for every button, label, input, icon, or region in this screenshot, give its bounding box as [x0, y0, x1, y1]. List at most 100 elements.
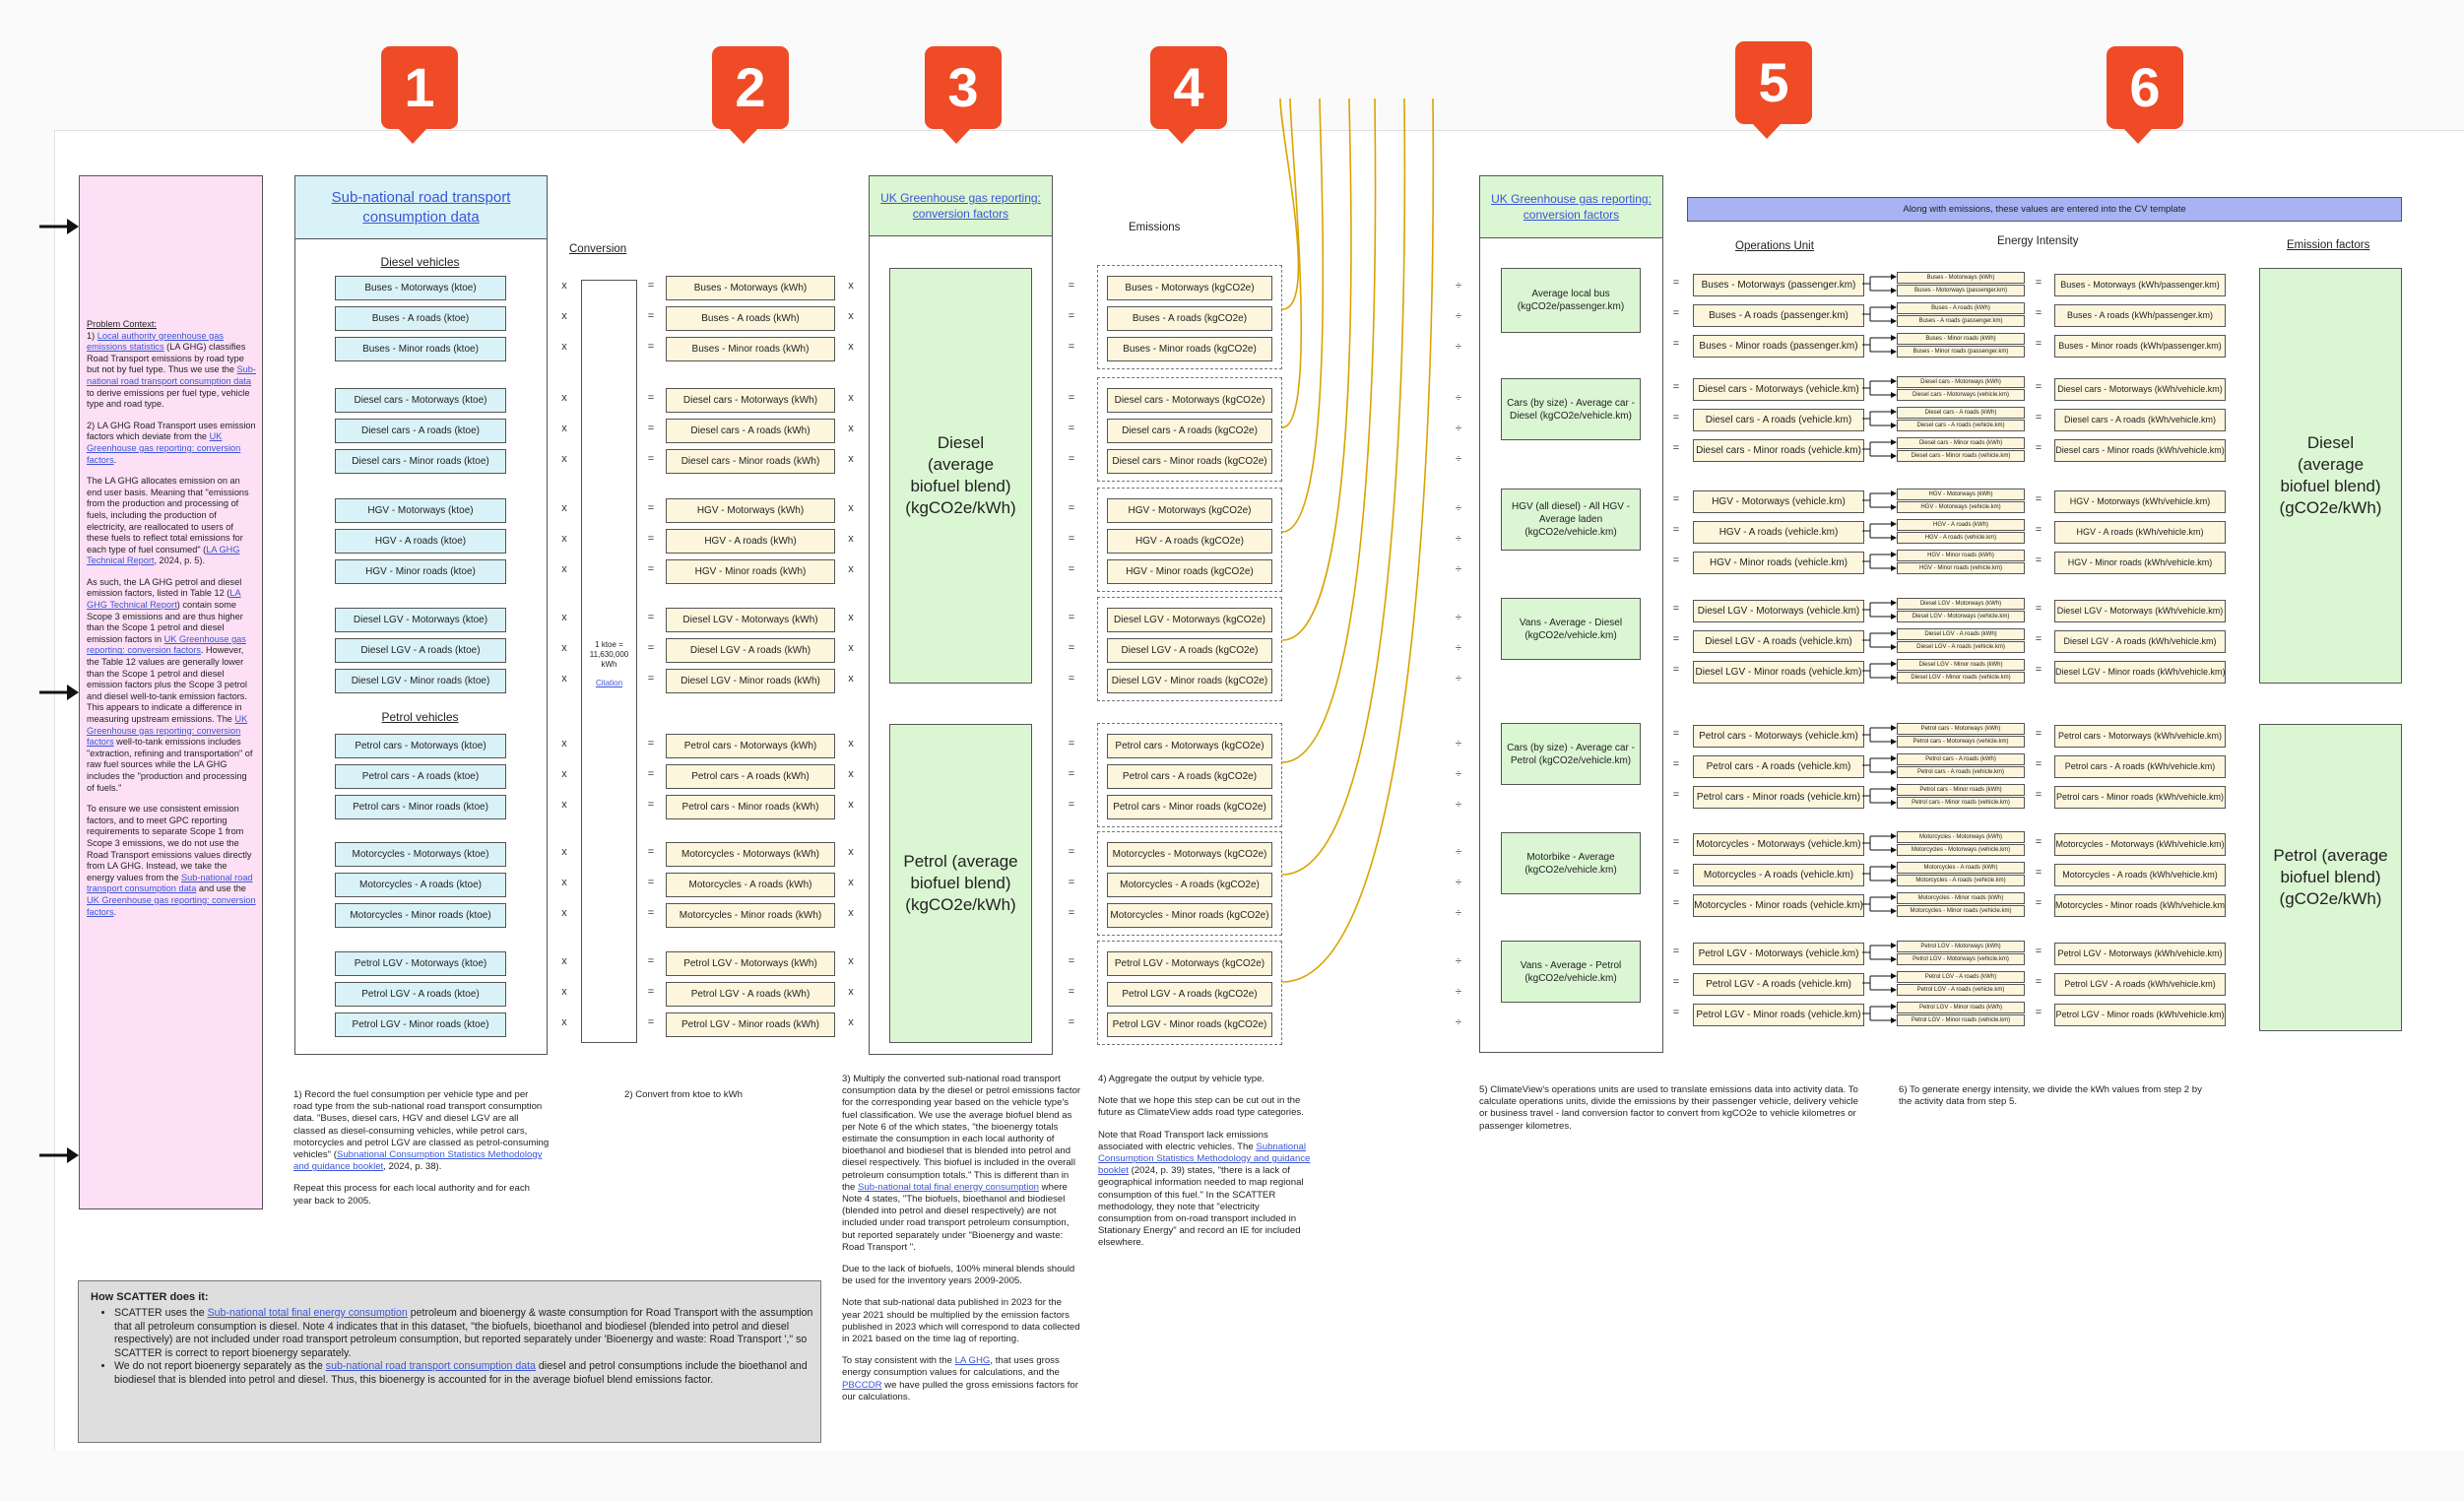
equals-sign: = — [2035, 946, 2043, 957]
consumption-box: Petrol LGV - A roads (ktoe) — [335, 982, 506, 1007]
consumption-box: Diesel cars - Motorways (ktoe) — [335, 388, 506, 413]
emissions-group — [1097, 597, 1282, 701]
operations-unit-box: Buses - A roads (passenger.km) — [1693, 304, 1864, 327]
emissions-box: HGV - Motorways (kgCO2e) — [1107, 498, 1272, 523]
divide-sign: ÷ — [1455, 533, 1462, 545]
emissions-box: Motorcycles - Motorways (kgCO2e) — [1107, 842, 1272, 867]
energy-denominator: HGV - A roads (vehicle.km) — [1897, 532, 2025, 544]
emissions-box: Buses - A roads (kgCO2e) — [1107, 306, 1272, 331]
step3-note-link[interactable]: LA GHG — [954, 1355, 991, 1367]
energy-denominator: Diesel LGV - Minor roads (vehicle.km) — [1897, 672, 2025, 684]
kwh-box: Petrol LGV - Motorways (kWh) — [666, 951, 835, 976]
context-text: As such, the LA GHG petrol and diesel em… — [87, 576, 242, 599]
divide-sign: ÷ — [1455, 846, 1462, 858]
context-text: The LA GHG allocates emission on an end … — [87, 476, 249, 555]
arrow-right-icon — [1862, 490, 1897, 510]
step3-note-link[interactable]: Sub-national total final energy consumpt… — [858, 1181, 1040, 1193]
operations-unit-box: Motorcycles - A roads (vehicle.km) — [1693, 864, 1864, 886]
equals-sign: = — [1068, 502, 1075, 514]
divide-sign: ÷ — [1455, 738, 1462, 750]
vehicle-factor-box: Motorbike - Average (kgCO2e/vehicle.km) — [1501, 832, 1641, 894]
operations-unit-box: HGV - Motorways (vehicle.km) — [1693, 490, 1864, 513]
context-text: to derive emissions per fuel type, vehic… — [87, 387, 250, 410]
equals-sign: = — [1672, 442, 1680, 454]
energy-denominator: Petrol LGV - Minor roads (vehicle.km) — [1897, 1014, 2025, 1026]
context-heading: Problem Context: — [87, 319, 157, 329]
multiply-sign: x — [848, 768, 854, 780]
equals-sign: = — [647, 280, 655, 292]
arrow-right-icon — [1862, 943, 1897, 962]
equals-sign: = — [1068, 799, 1075, 811]
scatter-link[interactable]: Sub-national total final energy consumpt… — [207, 1307, 408, 1319]
arrow-right-icon — [39, 219, 79, 234]
emissions-box: HGV - A roads (kgCO2e) — [1107, 529, 1272, 554]
equals-sign: = — [2035, 897, 2043, 909]
flow-curve — [1281, 98, 1303, 428]
conversion-heading: Conversion — [569, 243, 627, 255]
context-text: 1) — [87, 330, 97, 341]
step1-note-link[interactable]: Subnational Consumption Statistics Metho… — [293, 1149, 543, 1173]
consumption-box: Diesel LGV - A roads (ktoe) — [335, 638, 506, 663]
context-link[interactable]: Sub-national road transport consumption … — [87, 364, 256, 386]
operations-unit-box: Petrol LGV - A roads (vehicle.km) — [1693, 973, 1864, 996]
multiply-sign: x — [561, 799, 567, 811]
step3-note-text: we have pulled the gross emissions facto… — [842, 1379, 1078, 1403]
kwh-box: Diesel LGV - Minor roads (kWh) — [666, 669, 835, 693]
equals-sign: = — [647, 799, 655, 811]
equals-sign: = — [2035, 493, 2043, 505]
diesel-heading: Diesel vehicles — [380, 255, 460, 269]
context-link[interactable]: LA GHG Technical Report — [87, 544, 240, 566]
conversion-citation-link[interactable]: Citation — [595, 679, 623, 687]
scatter-link[interactable]: sub-national road transport consumption … — [325, 1360, 536, 1373]
equals-sign: = — [647, 502, 655, 514]
equals-sign: = — [1068, 1016, 1075, 1028]
energy-denominator: Motorcycles - Motorways (vehicle.km) — [1897, 844, 2025, 856]
arrow-right-icon — [1862, 1004, 1897, 1023]
energy-denominator: Petrol cars - Motorways (vehicle.km) — [1897, 736, 2025, 748]
consumption-box: Motorcycles - Minor roads (ktoe) — [335, 903, 506, 928]
emissions-box: Petrol LGV - Motorways (kgCO2e) — [1107, 951, 1272, 976]
energy-intensity-box: Petrol cars - Minor roads (kWh/vehicle.k… — [2054, 786, 2226, 809]
step4-note-link[interactable]: Subnational Consumption Statistics Metho… — [1098, 1141, 1311, 1177]
vehicle-factor-box: HGV (all diesel) - All HGV - Average lad… — [1501, 489, 1641, 551]
step3-note-text: Note that sub-national data published in… — [842, 1297, 1080, 1345]
step3-note-link[interactable]: PBCCDR — [842, 1379, 882, 1391]
equals-sign: = — [647, 907, 655, 919]
equals-sign: = — [1672, 524, 1680, 536]
energy-numerator: Buses - Motorways (kWh) — [1897, 272, 2025, 284]
step5-title-link[interactable]: UK Greenhouse gas reporting: conversion … — [1491, 192, 1652, 222]
emissions-group — [1097, 488, 1282, 592]
energy-numerator: Petrol LGV - Motorways (kWh) — [1897, 941, 2025, 952]
context-link[interactable]: Sub-national road transport consumption … — [87, 872, 253, 894]
equals-sign: = — [647, 673, 655, 685]
equals-sign: = — [2035, 338, 2043, 350]
equals-sign: = — [647, 533, 655, 545]
scatter-bullet: We do not report bioenergy separately as… — [114, 1360, 823, 1387]
arrow-right-icon — [1862, 973, 1897, 993]
equals-sign: = — [2035, 412, 2043, 424]
step3-title-link[interactable]: UK Greenhouse gas reporting: conversion … — [880, 191, 1041, 221]
equals-sign: = — [1672, 1007, 1680, 1018]
arrow-right-icon — [1862, 552, 1897, 571]
context-link[interactable]: UK Greenhouse gas reporting: conversion … — [87, 714, 248, 748]
diesel-factor-label: Diesel (average biofuel blend) (kgCO2e/k… — [905, 433, 1016, 517]
kwh-box: Buses - A roads (kWh) — [666, 306, 835, 331]
equals-sign: = — [1068, 392, 1075, 404]
kwh-box: Petrol cars - Motorways (kWh) — [666, 734, 835, 758]
kwh-box: Petrol LGV - Minor roads (kWh) — [666, 1012, 835, 1037]
context-link[interactable]: LA GHG Technical Report — [87, 588, 241, 611]
equals-sign: = — [2035, 728, 2043, 740]
step2-note: 2) Convert from ktoe to kWh — [624, 1089, 743, 1100]
step4-note-text: (2024, p. 39) states, "there is a lack o… — [1098, 1165, 1304, 1249]
step1-title-link[interactable]: Sub-national road transport consumption … — [331, 188, 511, 226]
context-link[interactable]: Local authority greenhouse gas emissions… — [87, 330, 224, 353]
context-text: , 2024, p. 5). — [154, 555, 206, 566]
equals-sign: = — [647, 846, 655, 858]
consumption-box: Diesel LGV - Motorways (ktoe) — [335, 608, 506, 632]
consumption-box: Motorcycles - Motorways (ktoe) — [335, 842, 506, 867]
context-link[interactable]: UK Greenhouse gas reporting: conversion … — [87, 431, 241, 465]
equals-sign: = — [1068, 341, 1075, 353]
kwh-box: Diesel cars - Minor roads (kWh) — [666, 449, 835, 474]
context-link[interactable]: UK Greenhouse gas reporting: conversion … — [87, 894, 256, 917]
context-link[interactable]: UK Greenhouse gas reporting: conversion … — [87, 633, 246, 656]
